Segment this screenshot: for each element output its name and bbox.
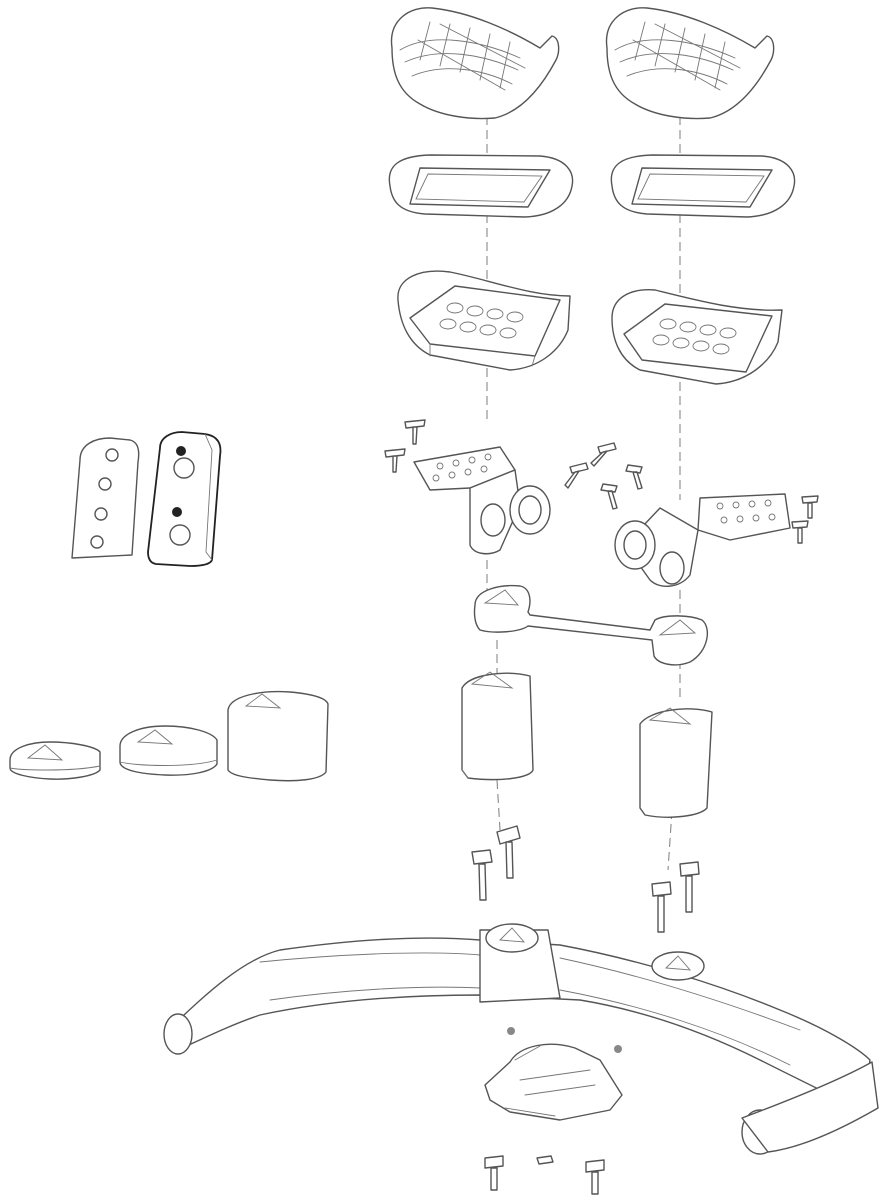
assembly-axis-right xyxy=(667,60,681,871)
stem-clamp xyxy=(484,1027,623,1121)
clamp-sleeve-left xyxy=(461,671,534,781)
clamp-bolt-set-right xyxy=(651,861,700,933)
gasket-plate-left xyxy=(388,154,574,218)
armrest-cup-left xyxy=(397,270,571,371)
armrest-pad-right xyxy=(605,7,775,120)
adapter-plate-offset xyxy=(147,431,222,567)
gasket-plate-right xyxy=(610,154,796,218)
spacer-shim-thin xyxy=(9,741,101,780)
armrest-bracket-left xyxy=(413,446,551,555)
armrest-pad-left xyxy=(390,7,560,120)
bridge-connector xyxy=(473,584,709,666)
bottom-bolt-set xyxy=(484,1155,605,1195)
spacer-shim-medium xyxy=(119,725,218,776)
screw-group-left xyxy=(384,419,426,473)
screw-group-center xyxy=(564,442,643,510)
adapter-plate-flat xyxy=(71,437,140,559)
clamp-sleeve-right xyxy=(639,707,713,818)
clamp-bolt-set-left xyxy=(471,825,521,901)
armrest-cup-right xyxy=(611,289,783,385)
screw-group-right xyxy=(791,495,819,544)
base-bar xyxy=(163,923,879,1155)
spacer-shim-tall xyxy=(227,690,329,782)
armrest-bracket-right xyxy=(614,493,791,587)
